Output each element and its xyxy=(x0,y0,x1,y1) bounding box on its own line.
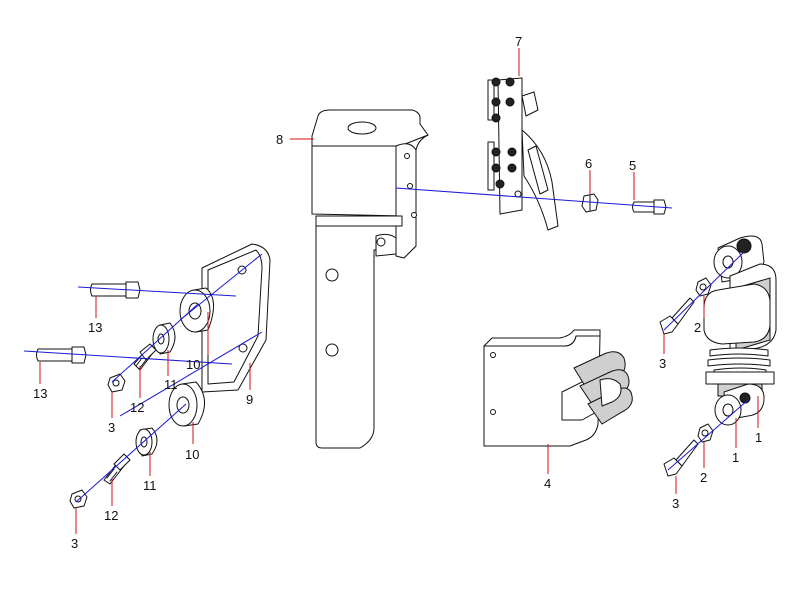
callout-7: 7 xyxy=(515,34,522,49)
callout-2-upper: 2 xyxy=(694,320,701,335)
part-6-nut xyxy=(581,193,599,213)
callout-13-upper: 13 xyxy=(88,320,102,335)
callout-8: 8 xyxy=(276,132,283,147)
callout-1-right: 1 xyxy=(755,430,762,445)
callout-10-upper: 10 xyxy=(186,357,200,372)
callout-11-lower: 11 xyxy=(143,478,157,493)
callout-4: 4 xyxy=(544,476,551,491)
part-4-bracket xyxy=(483,329,633,447)
callout-10-lower: 10 xyxy=(185,447,199,462)
callout-11-upper: 11 xyxy=(164,377,178,392)
part-9-plate xyxy=(201,243,271,393)
part-7-hook-assembly xyxy=(487,77,559,231)
part-1-shock-absorber xyxy=(703,235,777,426)
part-12-bolt-lower xyxy=(103,453,131,485)
callout-12-upper: 12 xyxy=(130,400,144,415)
part-12-bolt-upper xyxy=(133,343,157,371)
callout-6: 6 xyxy=(585,156,592,171)
part-3-nut-left-lower xyxy=(69,489,88,509)
part-2-washer-lower xyxy=(697,423,714,443)
callout-2-lower: 2 xyxy=(700,470,707,485)
callout-3-left-lower: 3 xyxy=(71,536,78,551)
callout-13-lower: 13 xyxy=(33,386,47,401)
callout-numbers: 8 7 6 5 9 10 10 11 11 12 12 13 13 3 3 4 … xyxy=(33,34,762,551)
callout-3-right-upper: 3 xyxy=(659,356,666,371)
callout-3-left-upper: 3 xyxy=(108,420,115,435)
callout-3-right-lower: 3 xyxy=(672,496,679,511)
callout-leader-lines xyxy=(39,48,759,534)
part-13-bolt-upper xyxy=(90,281,141,299)
part-10-spacer-lower xyxy=(168,381,205,427)
part-13-bolt-lower xyxy=(36,346,87,364)
part-3-nut-left-upper xyxy=(107,373,126,393)
part-2-washer-upper xyxy=(695,277,712,297)
part-11-bushing-lower xyxy=(135,427,158,457)
callout-12-lower: 12 xyxy=(104,508,118,523)
assembly-axis-lines xyxy=(23,187,749,503)
callout-1-left: 1 xyxy=(732,450,739,465)
part-5-bolt xyxy=(632,199,667,215)
callout-5: 5 xyxy=(629,158,636,173)
part-8-bracket xyxy=(311,109,429,449)
callout-9: 9 xyxy=(246,392,253,407)
part-10-spacer-upper xyxy=(179,287,214,333)
